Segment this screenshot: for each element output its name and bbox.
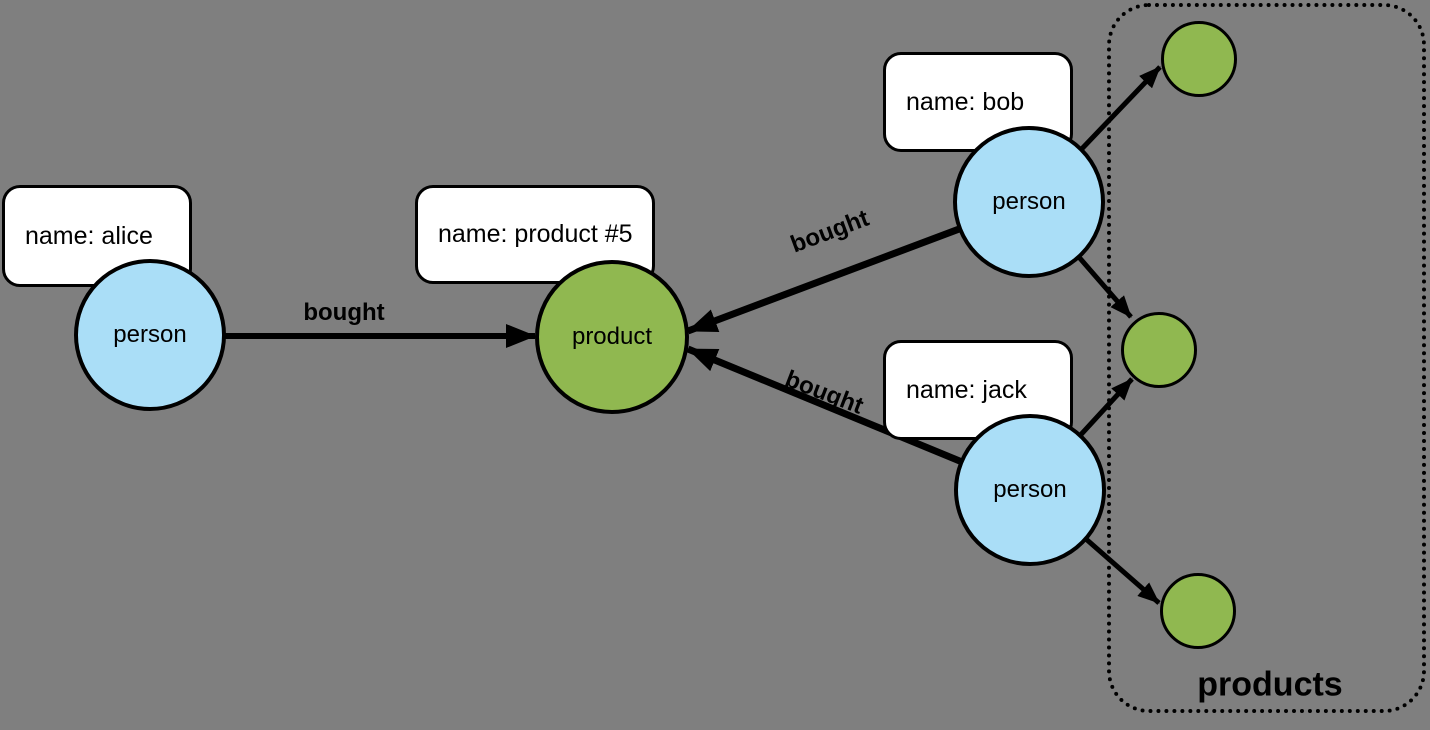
edge-label-alice-bought: bought — [303, 299, 385, 326]
property-text-jack: name: jack — [906, 375, 1027, 404]
edge-label-bob-bought: bought — [787, 204, 873, 259]
products-group-label: products — [1197, 665, 1343, 704]
node-product-bottom — [1160, 573, 1236, 649]
property-box-bob: name: bob — [883, 52, 1073, 152]
node-label-product: product — [571, 323, 653, 350]
node-product-top — [1161, 21, 1237, 97]
node-person-alice: person — [74, 259, 226, 411]
node-label-bob: person — [992, 188, 1066, 215]
property-text-product: name: product #5 — [438, 220, 633, 248]
property-text-alice: name: alice — [25, 221, 153, 250]
node-person-bob: person — [953, 126, 1105, 278]
node-label-alice: person — [113, 321, 187, 348]
products-group-box — [1107, 3, 1426, 713]
node-product-5: product — [535, 260, 689, 414]
node-product-middle — [1121, 312, 1197, 388]
edge-label-jack-bought: bought — [781, 365, 867, 420]
node-label-jack: person — [993, 476, 1067, 503]
property-text-bob: name: bob — [906, 87, 1025, 116]
node-person-jack: person — [954, 414, 1106, 566]
property-box-product: name: product #5 — [415, 185, 655, 284]
